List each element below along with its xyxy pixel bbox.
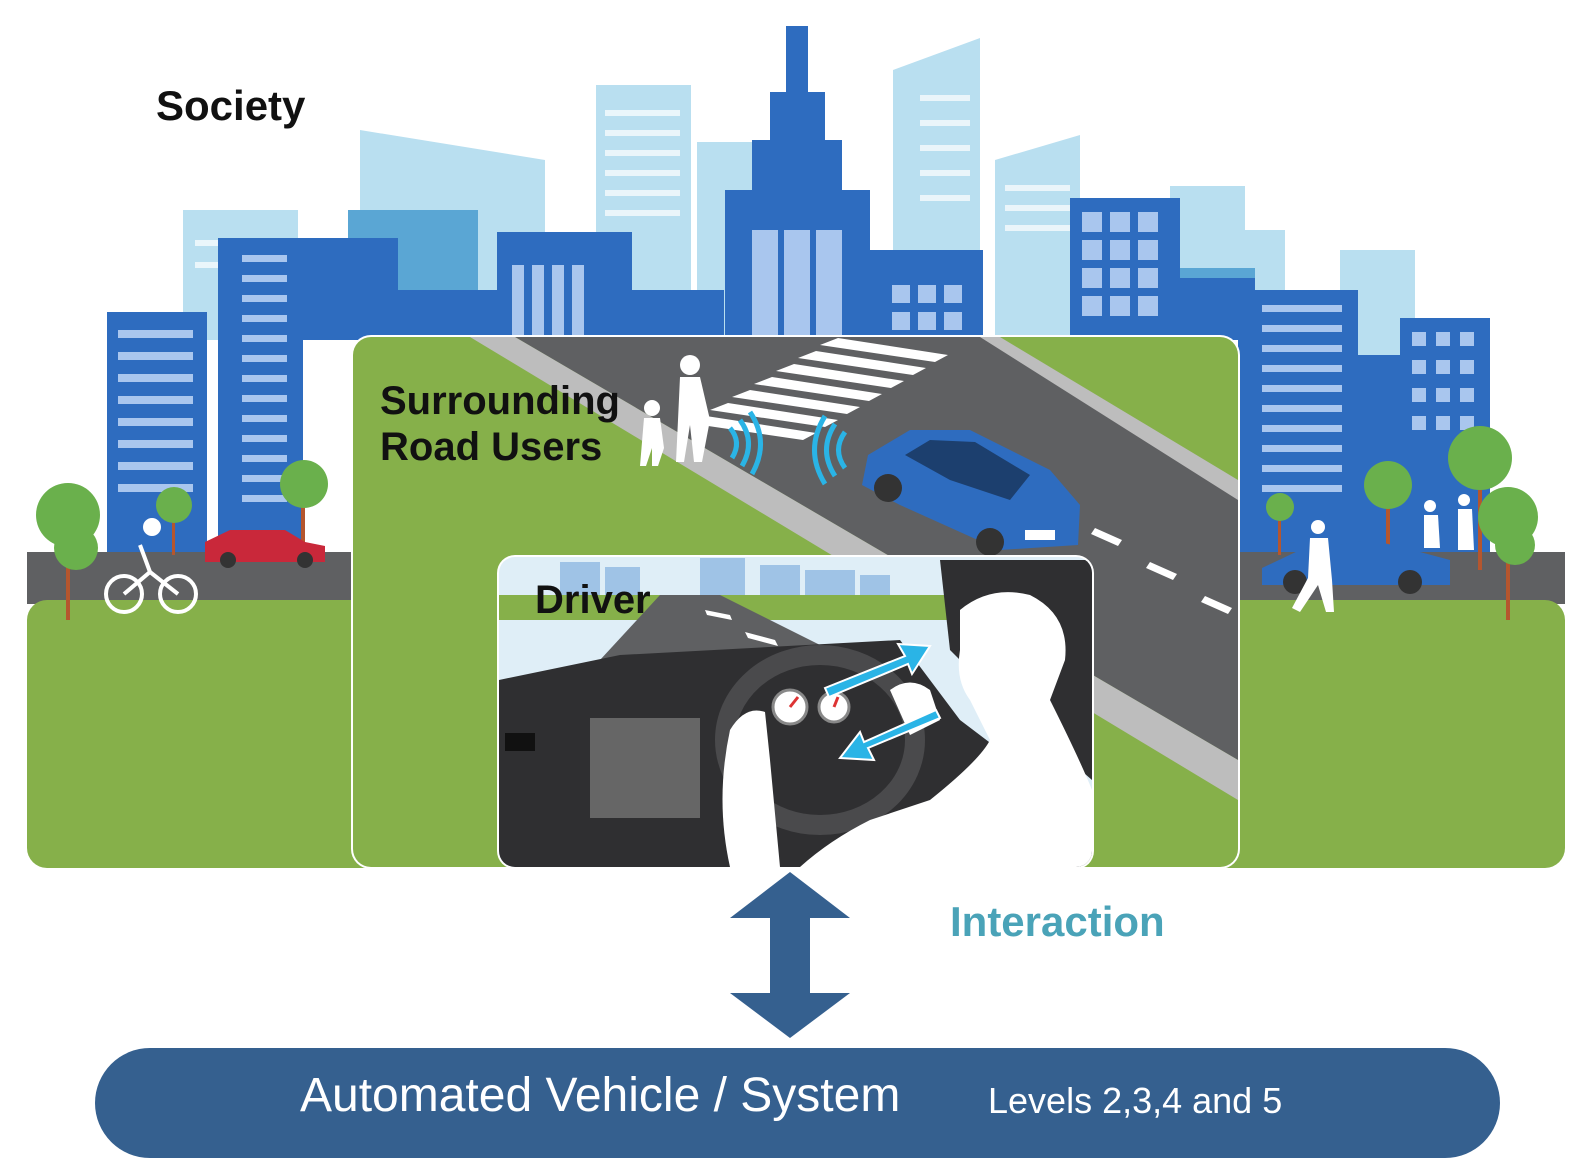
society-label: Society (156, 82, 306, 129)
tree (280, 460, 328, 555)
driver-panel (497, 555, 1094, 869)
lane-dashes (1091, 528, 1232, 614)
tree (1364, 461, 1412, 555)
red-car (205, 530, 325, 568)
interaction-arrow (730, 872, 850, 1038)
skyline-windows (195, 95, 1070, 268)
trees (36, 426, 1538, 620)
blue-car-road (862, 430, 1080, 556)
tree (1266, 493, 1294, 555)
tree (156, 487, 192, 555)
building-windows (118, 212, 1474, 502)
cyclist (104, 518, 198, 614)
system-levels: Levels 2,3,4 and 5 (988, 1080, 1283, 1121)
tree (1478, 487, 1538, 620)
driver-silhouette (722, 592, 1092, 867)
driver-label: Driver (535, 578, 651, 622)
gaze-arrows (823, 642, 942, 762)
road-users-label-line2: Road Users (380, 425, 603, 469)
pedestrians-right (1292, 494, 1474, 612)
road-users-label-line1: Surrounding (380, 379, 620, 423)
mother-child (640, 355, 710, 466)
tree (36, 483, 100, 620)
road-users-label: Surrounding Road Users (380, 378, 620, 470)
interaction-label: Interaction (950, 898, 1165, 945)
crosswalk (688, 338, 948, 440)
system-title: Automated Vehicle / System (300, 1069, 901, 1122)
signal-waves-car (812, 414, 848, 486)
signal-waves-pedestrian (728, 410, 763, 476)
